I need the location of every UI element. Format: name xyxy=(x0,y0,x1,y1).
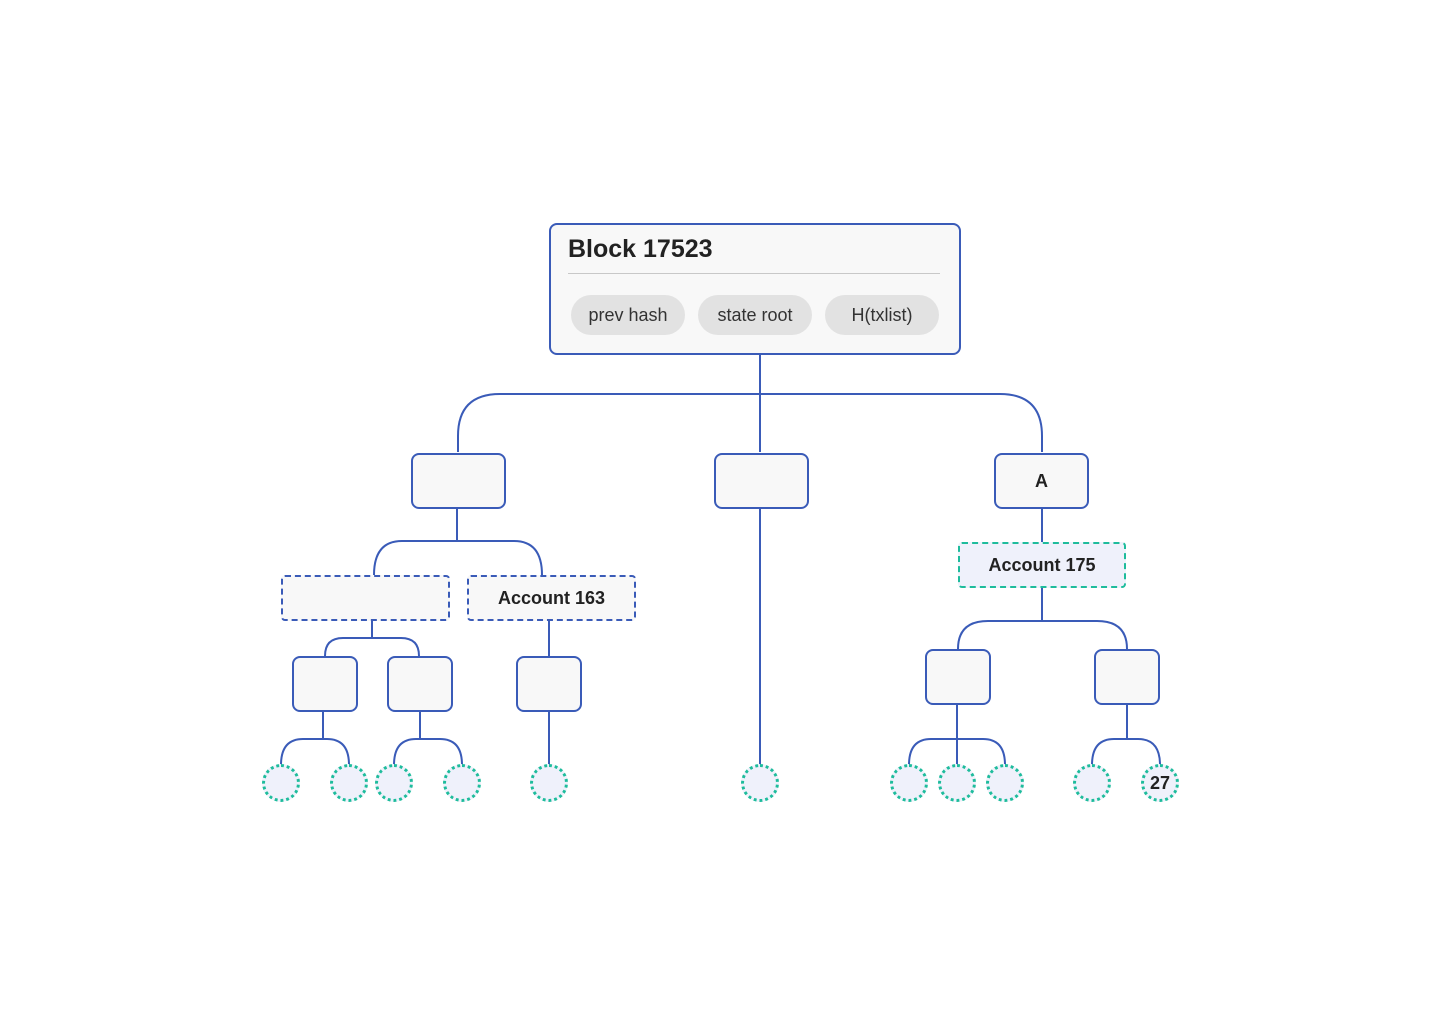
edge-l2a-split xyxy=(280,738,350,766)
trie-node-l3-d xyxy=(925,649,991,705)
edge-account175-split xyxy=(957,620,1128,650)
trie-node-l3-c xyxy=(516,656,582,712)
edge-r2b-split xyxy=(1091,738,1161,766)
account-node-163: Account 163 xyxy=(467,575,636,621)
leaf-node xyxy=(986,764,1024,802)
leaf-node xyxy=(530,764,568,802)
edge-bus-left xyxy=(457,393,760,452)
leaf-node xyxy=(890,764,928,802)
leaf-node xyxy=(938,764,976,802)
block-header: Block 17523 prev hash state root H(txlis… xyxy=(549,223,961,355)
trie-node-l3-e xyxy=(1094,649,1160,705)
field-txlist-hash: H(txlist) xyxy=(825,295,939,335)
field-prev-hash: prev hash xyxy=(571,295,685,335)
leaf-node xyxy=(443,764,481,802)
trie-node-l1-middle xyxy=(714,453,809,509)
edge-l2b-split xyxy=(393,738,463,766)
leaf-node xyxy=(375,764,413,802)
leaf-node xyxy=(741,764,779,802)
trie-node-l3-b xyxy=(387,656,453,712)
trie-node-dashed-empty xyxy=(281,575,450,621)
edge-dash-left-split xyxy=(324,637,420,657)
leaf-node xyxy=(330,764,368,802)
edge-r2a-split xyxy=(908,738,1006,766)
trie-node-l1-left xyxy=(411,453,506,509)
leaf-node-27: 27 xyxy=(1141,764,1179,802)
trie-node-l1-right: A xyxy=(994,453,1089,509)
block-title: Block 17523 xyxy=(568,235,713,263)
edge-bus-right xyxy=(760,393,1043,452)
block-divider xyxy=(568,273,940,274)
account-node-175: Account 175 xyxy=(958,542,1126,588)
edge-left-split xyxy=(373,540,543,576)
leaf-node xyxy=(1073,764,1111,802)
leaf-node xyxy=(262,764,300,802)
field-state-root: state root xyxy=(698,295,812,335)
trie-node-l3-a xyxy=(292,656,358,712)
